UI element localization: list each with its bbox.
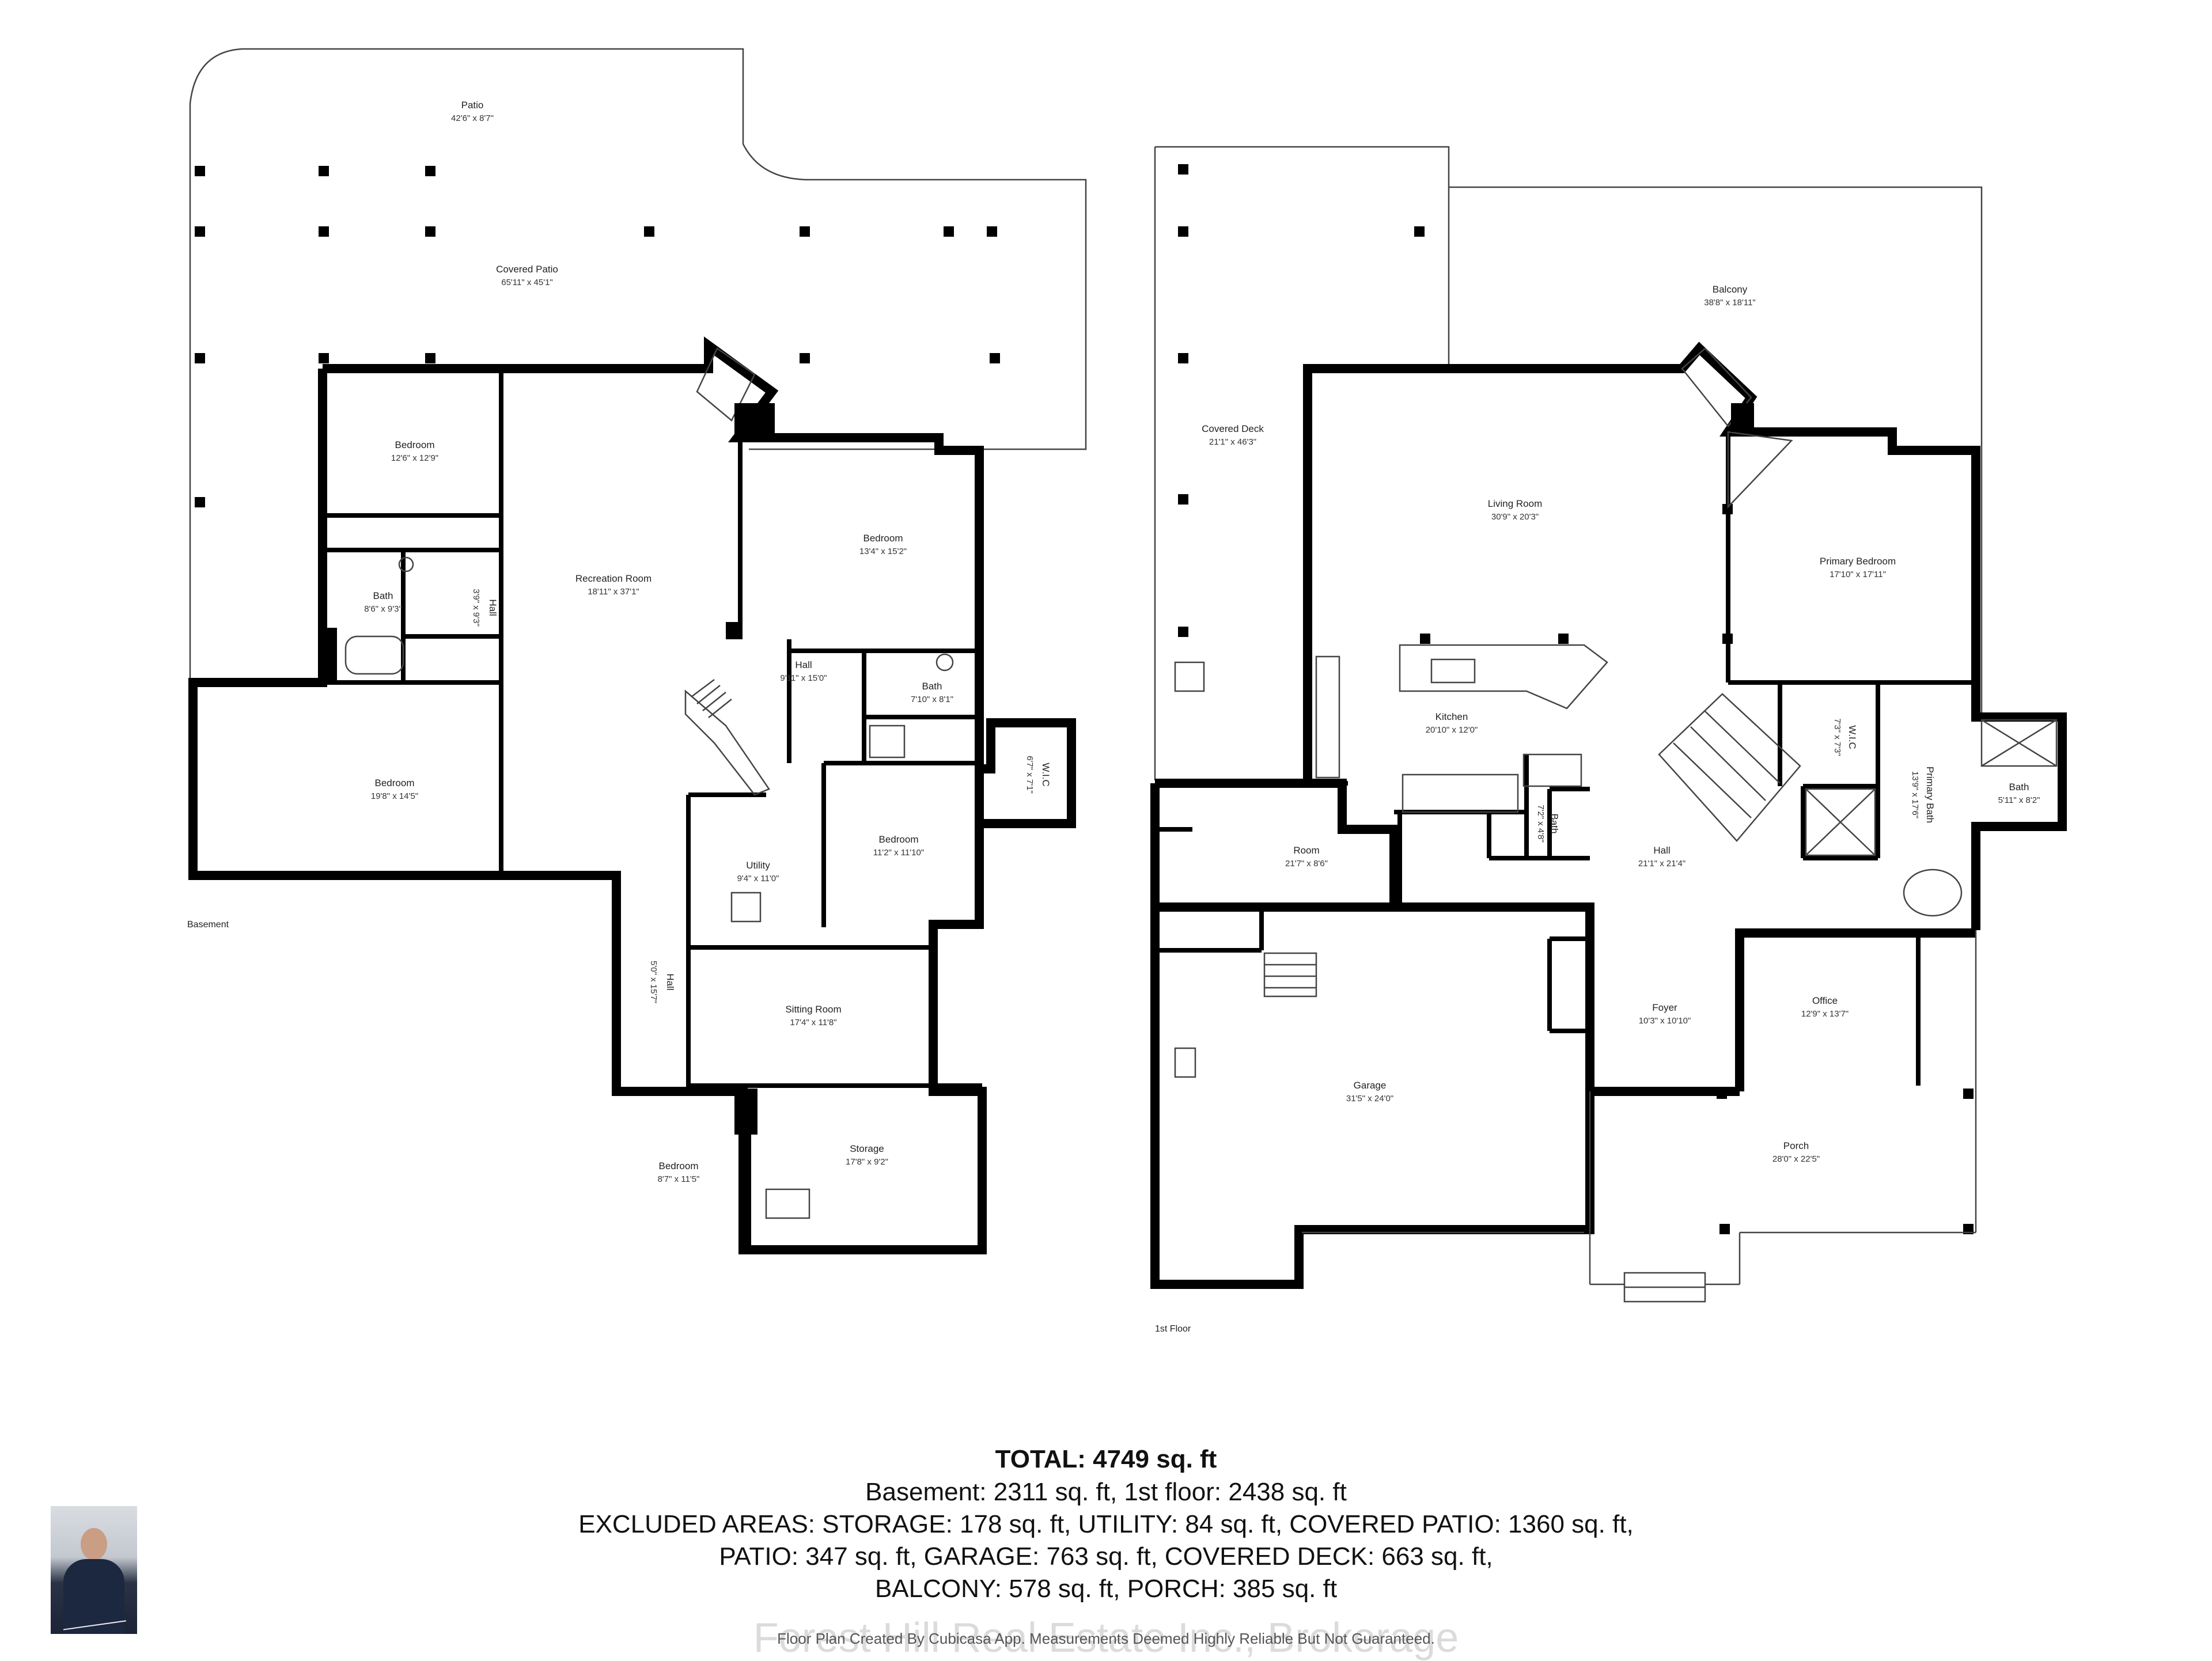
room-dims: 3'9" x 9'3" — [471, 589, 481, 627]
room-name: Hall — [1653, 845, 1670, 856]
room-name: Kitchen — [1435, 711, 1468, 722]
room-name: Sitting Room — [785, 1004, 841, 1015]
basement-plan — [188, 48, 1087, 1254]
room-dims: 28'0" x 22'5" — [1772, 1154, 1820, 1164]
room-dims: 30'9" x 20'3" — [1491, 512, 1539, 522]
room-name: W.I.C — [1040, 763, 1051, 787]
room-name: Hall — [795, 659, 812, 670]
room-name: Office — [1812, 995, 1838, 1006]
room-dims: 10'3" x 10'10" — [1639, 1016, 1691, 1026]
room-name: Hall — [487, 599, 498, 616]
room-name: Storage — [850, 1143, 884, 1154]
disclaimer: Floor Plan Created By Cubicasa App. Meas… — [777, 1630, 1435, 1647]
room-dims: 8'7" x 11'5" — [658, 1174, 700, 1184]
room-name: Garage — [1354, 1080, 1387, 1091]
room-dims: 19'8" x 14'5" — [371, 791, 418, 801]
room-name: Living Room — [1488, 498, 1543, 509]
room-dims: 7'10" x 8'1" — [911, 695, 953, 704]
total-area: TOTAL: 4749 sq. ft — [995, 1445, 1217, 1473]
room-dims: 65'11" x 45'1" — [501, 278, 553, 287]
room-dims: 17'10" x 17'11" — [1830, 570, 1886, 579]
room-dims: 8'6" x 9'3" — [364, 604, 402, 614]
room-dims: 7'3" x 7'3" — [1832, 718, 1842, 756]
summary-line: PATIO: 347 sq. ft, GARAGE: 763 sq. ft, C… — [719, 1542, 1493, 1571]
room-name: W.I.C — [1847, 725, 1858, 749]
room-dims: 21'1" x 46'3" — [1209, 437, 1256, 447]
room-name: Bedroom — [375, 778, 415, 788]
room-dims: 9'11" x 15'0" — [780, 673, 827, 683]
room-name: Bedroom — [863, 533, 903, 544]
room-name: Utility — [746, 860, 770, 871]
room-dims: 18'11" x 37'1" — [588, 587, 639, 597]
agent-body-shape — [63, 1559, 124, 1634]
room-dims: 12'6" x 12'9" — [391, 453, 438, 463]
room-dims: 5'0" x 15'7" — [649, 961, 658, 1003]
floor-label: Basement — [187, 920, 229, 930]
summary-line: EXCLUDED AREAS: STORAGE: 178 sq. ft, UTI… — [578, 1510, 1634, 1538]
room-dims: 6'7" x 7'1" — [1025, 756, 1035, 794]
room-name: Covered Patio — [496, 264, 558, 275]
room-dims: 7'2" x 4'8" — [1536, 805, 1546, 843]
room-name: Bedroom — [395, 439, 435, 450]
area-summary: TOTAL: 4749 sq. ft Basement: 2311 sq. ft… — [0, 1443, 2212, 1605]
room-name: Porch — [1783, 1140, 1809, 1151]
brokerage-watermark: Forest Hill Real Estate Inc., Brokerage — [753, 1615, 1459, 1661]
room-name: Bath — [2009, 782, 2029, 792]
floor-label: 1st Floor — [1155, 1324, 1191, 1334]
room-name: Covered Deck — [1202, 423, 1264, 434]
room-name: Bath — [373, 590, 393, 601]
room-dims: 21'7" x 8'6" — [1285, 859, 1328, 869]
room-name: Bath — [922, 681, 942, 692]
room-name: Primary Bath — [1925, 767, 1936, 823]
agent-head-shape — [81, 1528, 107, 1560]
room-dims: 31'5" x 24'0" — [1346, 1094, 1393, 1103]
room-dims: 21'1" x 21'4" — [1638, 859, 1685, 869]
room-dims: 13'4" x 15'2" — [859, 547, 907, 556]
room-dims: 13'9" x 17'6" — [1910, 771, 1920, 818]
summary-line: Basement: 2311 sq. ft, 1st floor: 2438 s… — [865, 1478, 1347, 1506]
first-floor-plan — [1150, 146, 2067, 1303]
room-dims: 12'9" x 13'7" — [1801, 1009, 1849, 1019]
room-labels: Patio 42'6" x 8'7" Covered Patio 65'11" … — [187, 100, 2040, 1334]
room-name: Bedroom — [879, 834, 919, 845]
room-dims: 42'6" x 8'7" — [451, 113, 494, 123]
room-dims: 20'10" x 12'0" — [1426, 725, 1478, 735]
room-name: Primary Bedroom — [1820, 556, 1896, 567]
room-name: Recreation Room — [575, 573, 652, 584]
room-name: Room — [1293, 845, 1319, 856]
room-dims: 38'8" x 18'11" — [1704, 298, 1756, 308]
room-name: Hall — [665, 973, 676, 990]
room-dims: 5'11" x 8'2" — [1998, 795, 2040, 805]
summary-line: BALCONY: 578 sq. ft, PORCH: 385 sq. ft — [874, 1575, 1338, 1603]
room-dims: 11'2" x 11'10" — [873, 848, 924, 858]
room-dims: 17'8" x 9'2" — [846, 1157, 888, 1167]
room-dims: 17'4" x 11'8" — [790, 1018, 836, 1027]
agent-photo — [51, 1506, 137, 1634]
room-dims: 9'4" x 11'0" — [737, 874, 779, 883]
room-name: Bedroom — [659, 1161, 699, 1171]
room-name: Balcony — [1713, 284, 1748, 295]
room-name: Bath — [1549, 814, 1560, 834]
room-name: Patio — [461, 100, 484, 111]
room-name: Foyer — [1652, 1002, 1677, 1013]
